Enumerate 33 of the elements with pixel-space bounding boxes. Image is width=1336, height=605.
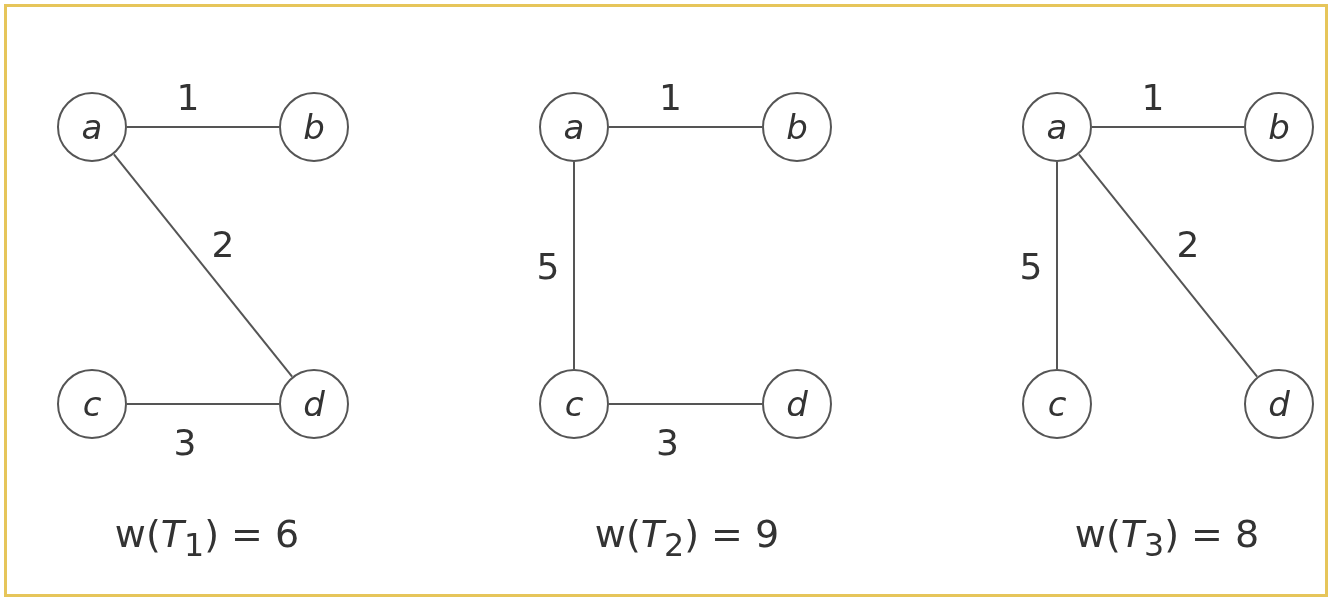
edge-line (573, 161, 575, 370)
vertex-circle: d (762, 369, 832, 439)
vertex-circle: c (57, 369, 127, 439)
edge-weight: 5 (536, 245, 560, 286)
vertex-circle: d (1244, 369, 1314, 439)
vertex-circle: b (1244, 92, 1314, 162)
edge-line (112, 153, 294, 378)
edge-line (1077, 153, 1259, 378)
tree-weight-caption: w(T$_{3}$) = 8 (1074, 512, 1260, 563)
edge-weight: 2 (211, 223, 235, 264)
edge-weight: 1 (1141, 76, 1165, 118)
edge-line (608, 126, 763, 128)
tree-weight-caption: w(T$_{1}$) = 6 (114, 512, 300, 563)
edge-weight: 3 (173, 421, 197, 463)
edge-line (126, 403, 280, 405)
edge-weight: 1 (659, 76, 682, 118)
edge-line (1056, 161, 1058, 370)
vertex-circle: a (539, 92, 609, 162)
vertex-circle: d (279, 369, 349, 439)
vertex-circle: c (539, 369, 609, 439)
edge-line (126, 126, 280, 128)
vertex-circle: b (279, 92, 349, 162)
vertex-circle: a (57, 92, 127, 162)
edge-weight: 3 (656, 421, 679, 463)
vertex-circle: c (1022, 369, 1092, 439)
edge-weight: 2 (1176, 223, 1200, 264)
edge-line (1091, 126, 1245, 128)
vertex-circle: a (1022, 92, 1092, 162)
edge-weight: 1 (176, 76, 200, 118)
tree-weight-caption: w(T$_{2}$) = 9 (594, 512, 780, 563)
edge-line (608, 403, 763, 405)
vertex-circle: b (762, 92, 832, 162)
edge-weight: 5 (1019, 245, 1043, 286)
